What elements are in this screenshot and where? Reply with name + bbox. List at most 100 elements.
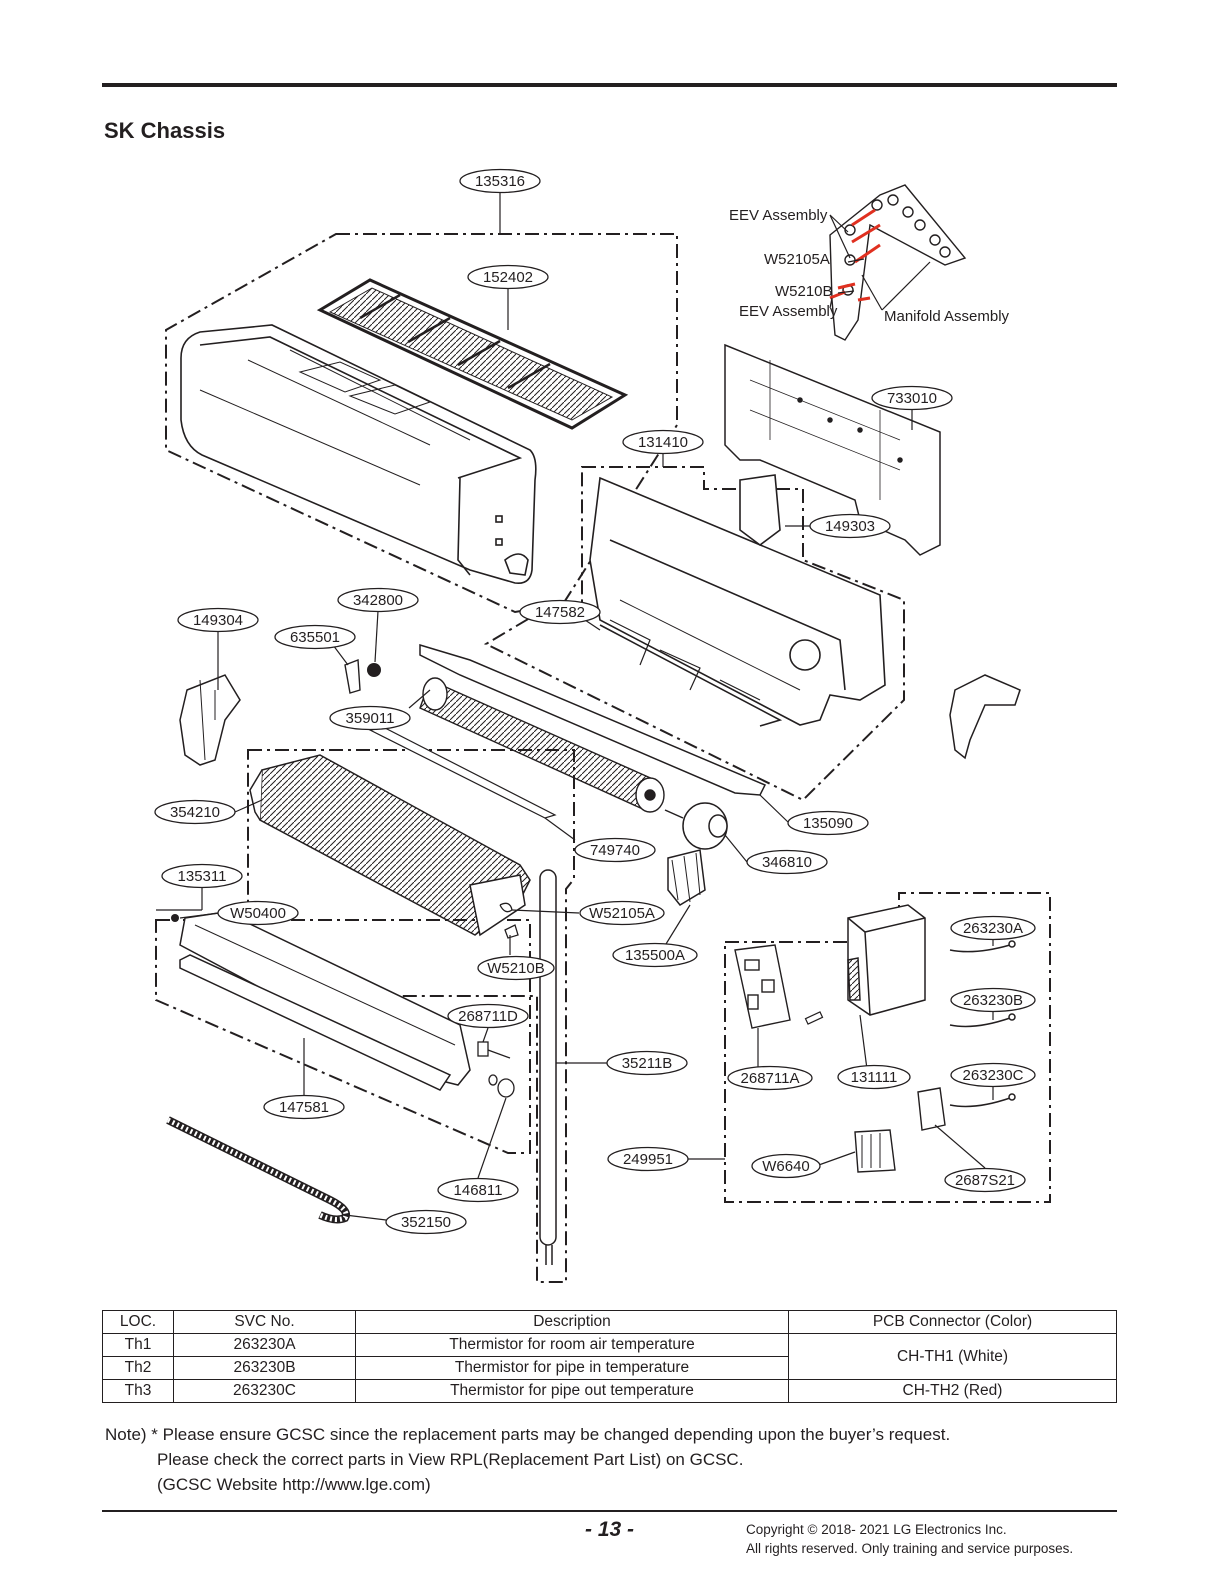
sensor-holder: [477, 1041, 511, 1059]
copyright-line-1: Copyright © 2018- 2021 LG Electronics In…: [746, 1522, 1007, 1537]
label-eev-assembly-bottom: EEV Assembly: [739, 303, 838, 320]
cell-loc: Th2: [102, 1356, 174, 1380]
copyright-line-2: All rights reserved. Only training and s…: [746, 1541, 1074, 1556]
callouts: 135316 152402 733010 131410 149303 34280…: [154, 168, 1036, 1235]
evaporator-coil: [249, 754, 531, 937]
screw-nut: [367, 663, 381, 677]
svg-text:W6640: W6640: [762, 1158, 810, 1175]
cell-svc: 263230A: [173, 1333, 356, 1357]
table-row: Th1 263230A Thermistor for room air temp…: [102, 1333, 1117, 1380]
cell-description: Thermistor for pipe in temperature: [355, 1356, 789, 1380]
callout-352150: 352150: [385, 1209, 467, 1235]
svg-text:263230B: 263230B: [963, 992, 1023, 1009]
cell-svc: 263230C: [173, 1379, 356, 1403]
svg-text:131410: 131410: [638, 434, 688, 451]
callout-359011: 359011: [329, 705, 411, 731]
svg-text:263230A: 263230A: [963, 920, 1023, 937]
table-row: Th3 263230C Thermistor for pipe out temp…: [102, 1379, 1117, 1403]
callout-152402: 152402: [467, 264, 549, 290]
callout-263230B: 263230B: [950, 987, 1036, 1013]
svg-text:749740: 749740: [590, 842, 640, 859]
callout-35211B: 35211B: [606, 1050, 688, 1076]
drain-cap: [488, 1074, 515, 1098]
eev-manifold-assembly: [829, 184, 967, 341]
front-panel-assembly: [180, 324, 537, 585]
svg-text:268711A: 268711A: [741, 1070, 800, 1087]
label-eev-assembly-top: EEV Assembly: [729, 207, 828, 224]
callout-268711A: 268711A: [727, 1065, 813, 1091]
drain-pipe: [539, 869, 557, 1265]
callout-135316: 135316: [459, 168, 541, 194]
callout-749740: 749740: [574, 837, 656, 863]
header-loc: LOC.: [102, 1310, 174, 1334]
bottom-rule: [102, 1510, 1117, 1512]
svg-text:135090: 135090: [803, 815, 853, 832]
callout-346810: 346810: [746, 849, 828, 875]
cell-connector: CH-TH2 (Red): [788, 1379, 1117, 1403]
callout-263230A: 263230A: [950, 915, 1036, 941]
svg-text:147582: 147582: [535, 604, 585, 621]
callout-149303: 149303: [809, 513, 891, 539]
svg-text:W5210B: W5210B: [487, 960, 545, 977]
side-bracket-left: [179, 674, 241, 766]
side-bracket-right: [949, 674, 1021, 760]
chassis: [589, 474, 886, 727]
top-rule: [102, 83, 1117, 87]
svg-text:135500A: 135500A: [625, 947, 685, 964]
svg-text:W52105A: W52105A: [589, 905, 655, 922]
cell-connector: CH-TH1 (White): [788, 1333, 1117, 1380]
assembly-labels: EEV Assembly W52105A W5210B EEV Assembly…: [729, 207, 1010, 325]
svg-text:146811: 146811: [454, 1182, 503, 1199]
cell-description: Thermistor for room air temperature: [355, 1333, 789, 1357]
pcb-main: [734, 944, 791, 1029]
note-line-2: Please check the correct parts in View R…: [157, 1450, 744, 1469]
svg-text:268711D: 268711D: [458, 1008, 518, 1025]
svg-text:131111: 131111: [851, 1069, 898, 1086]
drain-pan: [179, 911, 471, 1091]
cell-svc: 263230B: [173, 1356, 356, 1380]
svg-text:249951: 249951: [623, 1151, 673, 1168]
callout-263230C: 263230C: [950, 1062, 1036, 1088]
svg-text:147581: 147581: [279, 1099, 329, 1116]
callout-135090: 135090: [787, 810, 869, 836]
cross-flow-fan: [419, 677, 665, 813]
copyright: Copyright © 2018- 2021 LG Electronics In…: [746, 1520, 1073, 1558]
page-number: - 13 -: [585, 1518, 635, 1541]
discharge-vane: [419, 643, 767, 796]
cell-description: Thermistor for pipe out temperature: [355, 1379, 789, 1403]
fuse: [804, 1011, 824, 1025]
svg-text:346810: 346810: [762, 854, 812, 871]
svg-text:135316: 135316: [475, 173, 525, 190]
installation-plate: [724, 343, 941, 556]
callout-135311: 135311: [161, 863, 243, 889]
callout-147582: 147582: [519, 599, 601, 625]
control-box: [847, 904, 926, 1016]
fan-motor: [664, 802, 728, 850]
label-manifold-assembly: Manifold Assembly: [884, 308, 1010, 325]
header-connector: PCB Connector (Color): [788, 1310, 1117, 1334]
note-line-1: Note) * Please ensure GCSC since the rep…: [105, 1425, 951, 1444]
svg-text:635501: 635501: [290, 629, 340, 646]
svg-text:354210: 354210: [170, 804, 220, 821]
svg-text:135311: 135311: [178, 868, 227, 885]
svg-text:2687S21: 2687S21: [955, 1172, 1015, 1189]
callout-147581: 147581: [263, 1094, 345, 1120]
callout-2687S21: 2687S21: [944, 1167, 1026, 1193]
drain-hose: [166, 1116, 350, 1224]
motor-cover: [667, 849, 706, 906]
callout-149304: 149304: [177, 607, 259, 633]
note-line-3: (GCSC Website http://www.lge.com): [157, 1475, 431, 1494]
header-svc: SVC No.: [173, 1310, 356, 1334]
svg-text:35211B: 35211B: [622, 1055, 673, 1072]
callout-249951: 249951: [607, 1146, 689, 1172]
callout-733010: 733010: [871, 385, 953, 411]
svg-text:152402: 152402: [483, 269, 533, 286]
note-block: Note) * Please ensure GCSC since the rep…: [105, 1422, 950, 1497]
callout-354210: 354210: [154, 799, 236, 825]
callout-342800: 342800: [337, 587, 419, 613]
air-filter: [316, 278, 629, 430]
callout-W5210B: W5210B: [477, 955, 555, 981]
callout-W52105A: W52105A: [579, 900, 665, 926]
svg-text:733010: 733010: [887, 390, 937, 407]
table-row: Th2 263230B Thermistor for pipe in tempe…: [102, 1356, 1117, 1380]
